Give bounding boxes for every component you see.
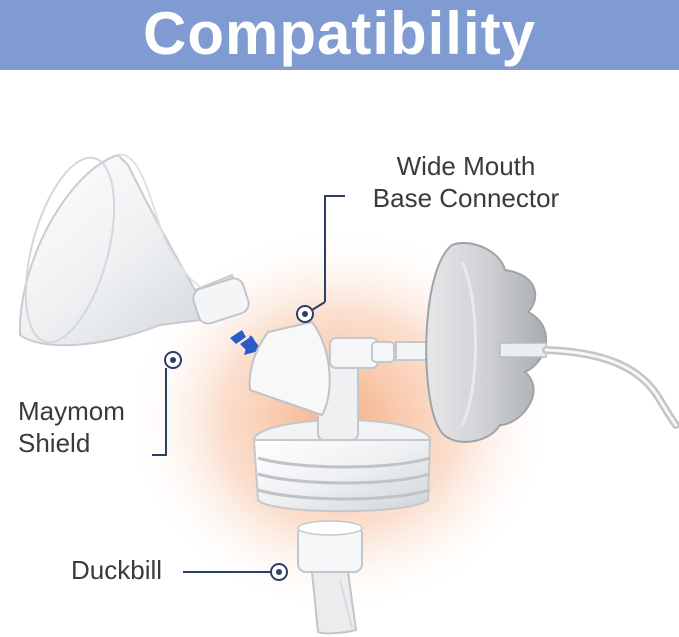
connector-label-line2: Base Connector <box>372 183 560 213</box>
connector-leader-line <box>296 195 345 323</box>
backflow-protector-part <box>395 242 547 443</box>
duckbill-part <box>297 520 363 635</box>
shield-part <box>18 153 250 347</box>
duckbill-label-text: Duckbill <box>71 555 163 585</box>
connector-label: Wide Mouth Base Connector <box>356 150 576 214</box>
shield-leader-line <box>152 351 182 456</box>
duckbill-label: Duckbill <box>71 554 162 586</box>
shield-label-line2: Shield <box>18 428 91 458</box>
connector-label-line1: Wide Mouth <box>396 151 536 181</box>
base-connector-part <box>248 320 432 513</box>
shield-label-line1: Maymom <box>18 396 125 426</box>
shield-label: Maymom Shield <box>18 395 125 459</box>
banner-title: Compatibility <box>142 0 536 67</box>
duckbill-leader-line <box>183 563 288 581</box>
title-banner: Compatibility <box>0 0 679 70</box>
